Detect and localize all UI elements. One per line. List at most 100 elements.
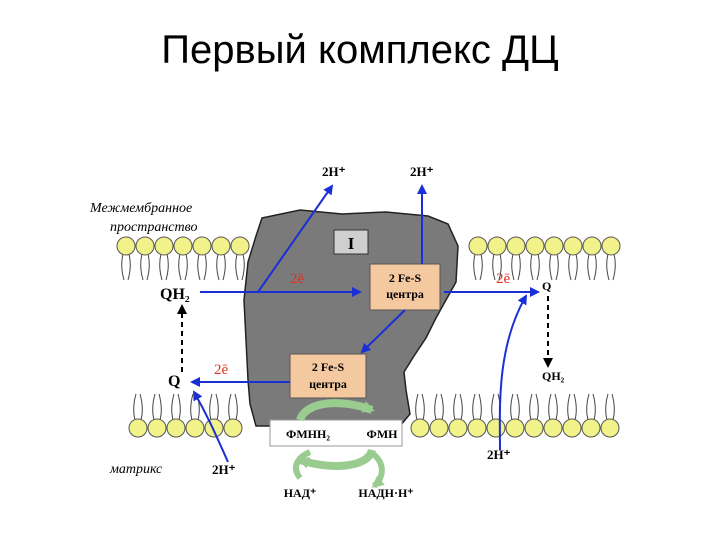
lipid-head — [192, 236, 212, 256]
qh2-left-label: QH₂ — [160, 286, 190, 303]
lipid-head — [581, 418, 601, 438]
lipid-heads-bottom-right — [410, 393, 620, 438]
electron-proton-arrows — [190, 184, 540, 463]
lipid-tail — [478, 393, 482, 421]
proton-arrow-bottom-right — [498, 294, 527, 451]
lipid-head — [154, 236, 174, 256]
page-title: Первый комплекс ДЦ — [161, 28, 559, 72]
membrane-bilayer — [116, 236, 621, 438]
electron-label-right: 2ē — [496, 271, 511, 287]
lipid-tail — [592, 393, 596, 421]
lipid-head — [563, 236, 583, 256]
lipid-tail — [548, 393, 552, 421]
lipid-tail — [567, 393, 571, 421]
lipid-tail — [586, 393, 590, 421]
proton-label-bottom-left: 2H⁺ — [212, 462, 236, 477]
electron-label-left: 2ē — [290, 271, 305, 287]
lipid-head — [544, 236, 564, 256]
proton-arrow-top-left — [257, 184, 334, 293]
lipid-tail — [574, 253, 578, 281]
lipid-tail — [434, 393, 438, 421]
lipid-tail — [171, 393, 175, 421]
lipid-heads-top-right — [468, 236, 621, 281]
lipid-tail — [529, 393, 533, 421]
lipid-head — [525, 236, 545, 256]
recycle-arrow-top — [296, 399, 375, 422]
lipid-tail — [228, 393, 232, 421]
lipid-tail — [573, 393, 577, 421]
lipid-head — [524, 418, 544, 438]
lipid-head — [211, 236, 231, 256]
lipid-heads-top-left — [116, 236, 250, 281]
lipid-tail — [517, 253, 521, 281]
fmn-label: ФМН — [367, 427, 399, 441]
proton-label-top-right: 2H⁺ — [410, 164, 434, 179]
lipid-tail — [421, 393, 425, 421]
lipid-tail — [139, 393, 143, 421]
lipid-tail — [536, 253, 540, 281]
lipid-tail — [133, 393, 137, 421]
lipid-tail — [510, 393, 514, 421]
lipid-head — [467, 418, 487, 438]
nad-cycle-arrow-left — [292, 449, 312, 480]
proton-label-bottom-right: 2H⁺ — [487, 447, 511, 462]
lipid-head — [582, 236, 602, 256]
lipid-tail — [235, 253, 239, 281]
lipid-tail — [177, 393, 181, 421]
lipid-tail — [234, 393, 238, 421]
lipid-head — [543, 418, 563, 438]
recycle-arrow-bottom — [297, 448, 376, 470]
lipid-tail — [530, 253, 534, 281]
proton-arrow-bottom-left — [193, 390, 229, 463]
lipid-head — [173, 236, 193, 256]
proton-label-top-left: 2H⁺ — [322, 164, 346, 179]
lipid-tail — [216, 253, 220, 281]
complex-label: I — [348, 234, 355, 253]
lipid-tail — [611, 393, 615, 421]
lipid-tail — [605, 393, 609, 421]
lipid-tail — [127, 253, 131, 281]
lipid-tail — [203, 253, 207, 281]
lipid-tail — [472, 393, 476, 421]
lipid-tail — [568, 253, 572, 281]
nad-label: НАД⁺ — [284, 486, 317, 500]
lipid-tail — [492, 253, 496, 281]
lipid-tail — [165, 253, 169, 281]
lipid-head — [223, 418, 243, 438]
fes-center-upper — [369, 263, 441, 311]
lipid-heads-bottom-left — [128, 393, 243, 438]
fes-center-lower — [289, 353, 367, 399]
lipid-head — [185, 418, 205, 438]
lipid-tail — [555, 253, 559, 281]
lipid-head — [505, 418, 525, 438]
lipid-tail — [459, 393, 463, 421]
lipid-head — [128, 418, 148, 438]
lipid-tail — [498, 253, 502, 281]
lipid-head — [166, 418, 186, 438]
electron-label-lower: 2ē — [214, 362, 229, 378]
electron-arrow-fes-down — [360, 309, 406, 354]
lipid-head — [147, 418, 167, 438]
lipid-head — [429, 418, 449, 438]
lipid-tail — [178, 253, 182, 281]
lipid-head — [601, 236, 621, 256]
lipid-head — [135, 236, 155, 256]
lipid-tail — [479, 253, 483, 281]
lipid-tail — [606, 253, 610, 281]
lipid-head — [410, 418, 430, 438]
lipid-head — [468, 236, 488, 256]
lipid-tail — [152, 393, 156, 421]
lipid-tail — [197, 253, 201, 281]
complex-label-box — [333, 229, 369, 255]
lipid-tail — [159, 253, 163, 281]
lipid-tail — [140, 253, 144, 281]
lipid-tail — [215, 393, 219, 421]
lipid-tail — [415, 393, 419, 421]
fes-upper-line2: центра — [386, 287, 424, 301]
lipid-head — [486, 418, 506, 438]
q-left-label: Q — [168, 373, 180, 390]
lipid-tail — [549, 253, 553, 281]
lipid-tail — [535, 393, 539, 421]
nadh-label: НАДН·Н⁺ — [358, 486, 413, 500]
